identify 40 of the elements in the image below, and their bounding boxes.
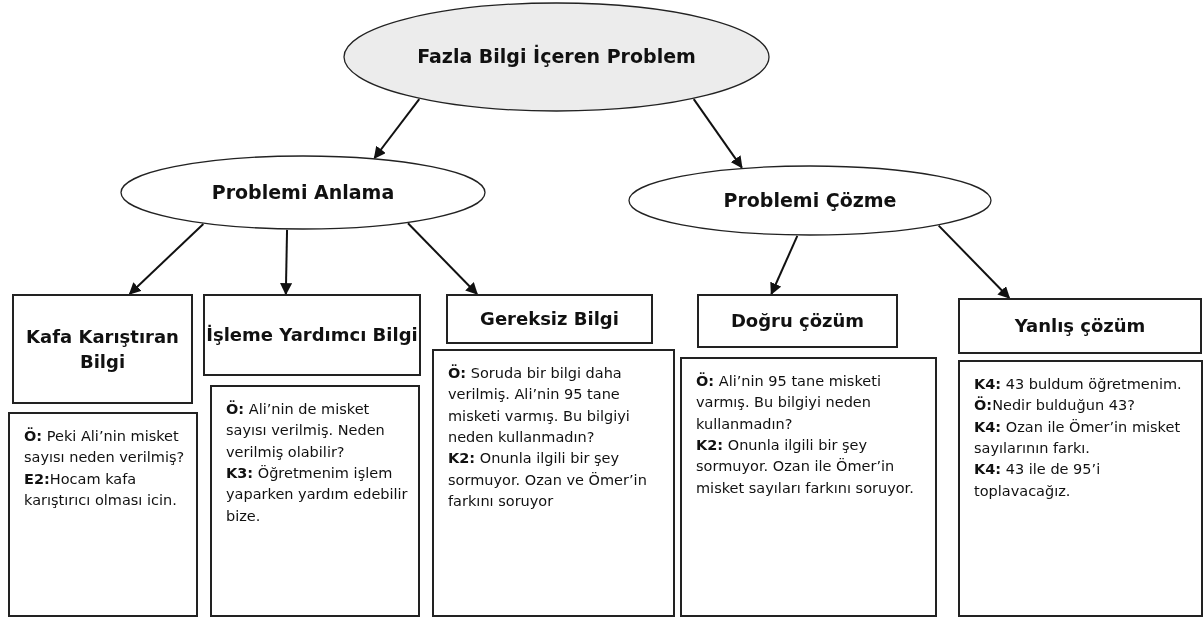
dialogue-text: Ö: Peki Ali’nin misket sayısı neden verilmiş? — [24, 426, 186, 468]
dialogue-text: E2:Hocam kafa karıştırıcı olması icin. — [24, 469, 178, 510]
dialogue-text: Ö:Nedir bulduğun 43? — [974, 395, 1136, 416]
category-box — [958, 298, 1202, 354]
dialogue-text: K4: Ozan ile Ömer’in misket sayılarının farkı. — [974, 417, 1182, 458]
node-label: Gereksiz Bilgi — [480, 307, 619, 332]
arrow — [692, 98, 743, 169]
dialogue-text: Ö: Ali’nin 95 tane misketi varmış. Bu bilgiyi neden kullanmadın? — [696, 371, 882, 434]
arrow — [280, 228, 293, 296]
node-label: Doğru çözüm — [730, 309, 865, 334]
dialogue-box — [8, 412, 198, 617]
dialogue-text: Ö: Ali’nin de misket sayısı verilmiş. Neden verilmiş olabilir? — [226, 399, 386, 462]
node-label: Fazla Bilgi İçeren Problem — [416, 44, 697, 70]
oval-node — [343, 2, 770, 112]
oval-node — [628, 165, 992, 236]
arrow — [937, 224, 1011, 299]
dialogue-text: K2: Onunla ilgili bir şey sormuyor. Ozan ile Ömer’in misket sayıları farkını soruyor. — [696, 435, 915, 498]
category-box — [203, 294, 421, 376]
node-label: Yanlış çözüm — [1014, 314, 1146, 339]
dialogue-box — [432, 349, 675, 617]
category-box — [697, 294, 898, 348]
node-label: Problemi Anlama — [210, 179, 396, 205]
dialogue-text: Ö: Soruda bir bilgi daha verilmiş. Ali’nin 95 tane misketi varmış. Bu bilgiyi neden kullanmadın? — [448, 363, 631, 447]
arrow — [770, 234, 799, 296]
dialogue-text: K3: Öğretmenim işlem yaparken yardım edebilir bize. — [226, 463, 409, 526]
dialogue-text: K4: 43 ile de 95’i toplavacağız. — [974, 460, 1102, 501]
dialogue-text: K4: 43 buldum öğretmenim. — [974, 375, 1183, 394]
node-label: İşleme Yardımcı Bilgi — [206, 323, 418, 348]
dialogue-box — [210, 385, 420, 617]
oval-node — [120, 155, 486, 230]
category-box — [12, 294, 193, 404]
arrow — [373, 98, 421, 159]
arrow — [406, 222, 479, 295]
category-box — [446, 294, 653, 344]
node-label: Problemi Çözme — [722, 187, 898, 213]
node-label: Kafa Karıştıran Bilgi — [25, 324, 180, 374]
arrow — [128, 222, 205, 295]
dialogue-box — [958, 360, 1203, 617]
dialogue-text: K2: Onunla ilgili bir şey sormuyor. Ozan ve Ömer’in farkını soruyor — [448, 449, 648, 511]
dialogue-box — [680, 357, 937, 617]
